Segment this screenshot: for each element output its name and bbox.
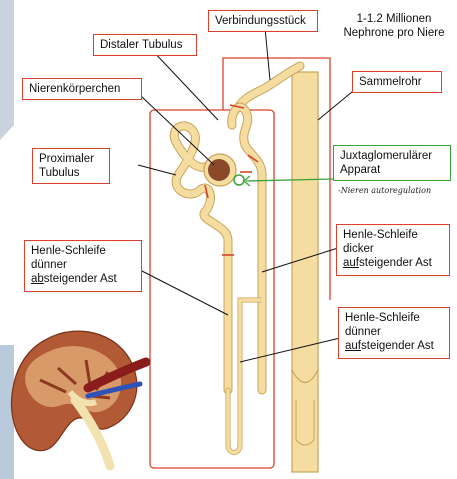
juxta-line1: Juxtaglomerulärer: [340, 149, 444, 163]
henle-thin-desc-prefix: ab: [31, 273, 44, 285]
verbindungsstueck-text: Verbindungsstück: [215, 15, 306, 27]
henle-thin-desc-line3: absteigender Ast: [31, 272, 135, 286]
henle-thin-asc-line1: Henle-Schleife: [345, 311, 443, 325]
henle-thin-asc-line3: aufsteigender Ast: [345, 339, 443, 353]
proximaler-line1: Proximaler: [39, 152, 103, 166]
leader-lines: [138, 28, 358, 362]
henle-thin-desc-line1: Henle-Schleife: [31, 244, 135, 258]
label-nephrone-count: 1-1.2 Millionen Nephrone pro Niere: [334, 12, 454, 40]
label-henle-thin-ascending: Henle-Schleife dünner aufsteigender Ast: [338, 307, 450, 359]
proximaler-line2: Tubulus: [39, 166, 103, 180]
label-sammelrohr: Sammelrohr: [352, 71, 442, 93]
sammelrohr-text: Sammelrohr: [359, 76, 422, 88]
juxta-line2: Apparat: [340, 163, 444, 177]
juxta-apparatus-marker: [234, 175, 244, 185]
distal-tubule: [232, 107, 262, 390]
henle-thick-asc-suffix: steigender Ast: [359, 257, 432, 269]
label-henle-thick-ascending: Henle-Schleife dicker aufsteigender Ast: [336, 224, 450, 276]
henle-thick-asc-line2: dicker: [343, 242, 443, 256]
label-proximaler-tubulus: Proximaler Tubulus: [32, 148, 110, 184]
label-nierenkoerperchen: Nierenkörperchen: [22, 78, 142, 100]
henle-thick-asc-line1: Henle-Schleife: [343, 228, 443, 242]
distaler-tubulus-text: Distaler Tubulus: [100, 39, 182, 51]
handwritten-note: -Nieren autoregulation: [338, 186, 431, 195]
henle-thin-desc-suffix: steigender Ast: [44, 273, 117, 285]
henle-thick-asc-line3: aufsteigender Ast: [343, 256, 443, 270]
label-juxtaglomerulaer: Juxtaglomerulärer Apparat: [333, 145, 451, 181]
henle-thin-asc-suffix: steigender Ast: [361, 340, 434, 352]
label-verbindungsstueck: Verbindungsstück: [208, 10, 318, 32]
henle-thick-asc-prefix: auf: [343, 257, 359, 269]
nephrone-count-line1: 1-1.2 Millionen: [334, 12, 454, 26]
henle-thin-desc-line2: dünner: [31, 258, 135, 272]
collecting-duct: [292, 72, 318, 472]
nephrone-count-line2: Nephrone pro Niere: [334, 26, 454, 40]
label-distaler-tubulus: Distaler Tubulus: [93, 34, 197, 56]
label-henle-thin-descending: Henle-Schleife dünner absteigender Ast: [24, 240, 142, 292]
henle-thin-asc-line2: dünner: [345, 325, 443, 339]
kidney-illustration: [11, 331, 146, 466]
henle-thin-asc-prefix: auf: [345, 340, 361, 352]
side-panel-top: [0, 0, 14, 140]
nierenkoerperchen-text: Nierenkörperchen: [29, 83, 120, 95]
